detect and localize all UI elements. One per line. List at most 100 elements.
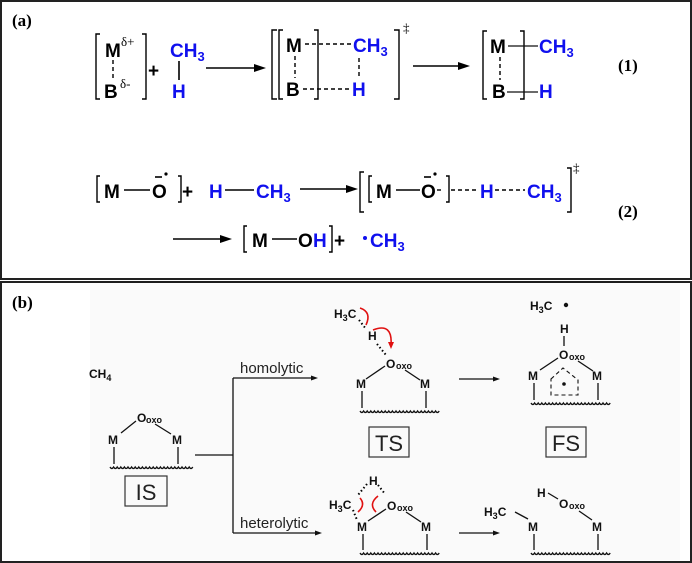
surface-wavy-line (359, 551, 440, 556)
methyl-group: CH3 (527, 182, 562, 205)
homolytic-label: homolytic (240, 360, 304, 377)
eq1-transition-state: M B CH3 H ‡ (271, 20, 410, 101)
oxygen-atom: O (137, 411, 146, 425)
metal-atom-right: M (172, 433, 182, 447)
delocalized-electron-region (550, 367, 579, 396)
methyl-group: CH3 (539, 37, 574, 60)
hydrogen-atom: H (209, 182, 223, 203)
oxo-subscript: oxo (569, 352, 586, 362)
is-label-box (124, 475, 168, 507)
electron-arrow-icon (371, 495, 379, 513)
ts-label: TS (375, 431, 403, 456)
eq1-methane: CH3 H (170, 41, 205, 103)
homolytic-final-state: H3C H O oxo M M FS (528, 299, 611, 458)
metal-partial-charge: δ+ (121, 34, 134, 49)
heterolytic-transition-state: H H3C O oxo M M (329, 474, 440, 556)
is-label: IS (136, 480, 157, 505)
metal-atom-left: M (528, 369, 538, 383)
inner-left-bracket (368, 175, 372, 203)
outer-right-bracket (567, 167, 572, 213)
radical-dot-icon (363, 236, 367, 240)
unpaired-electron-dot-icon (562, 382, 566, 386)
heterolytic-final-state: H O oxo H3C M M (484, 486, 611, 556)
methyl-group: CH3 (256, 182, 291, 205)
oxo-subscript: oxo (146, 415, 163, 425)
hydrogen-atom: H (480, 182, 494, 203)
c-m-bond (514, 511, 529, 520)
hydrogen-atom: H (537, 486, 546, 500)
base-atom: B (104, 82, 118, 103)
metal-atom-left: M (108, 433, 118, 447)
transition-state-mark: ‡ (573, 160, 580, 175)
initial-state-structure: O oxo M M IS (108, 411, 194, 507)
left-bracket (95, 33, 100, 100)
metal-atom: M (252, 231, 268, 252)
hydrogen-atom: H (369, 474, 378, 488)
plus-sign: + (182, 182, 193, 203)
metal-atom-left: M (528, 520, 538, 534)
methyl-group: H3C (334, 307, 357, 323)
oxygen-atom: O (387, 499, 396, 513)
metal-atom: M (104, 182, 120, 203)
oxygen-atom: O (559, 348, 568, 362)
radical-dot-icon (563, 302, 569, 308)
surface-wavy-line (109, 465, 194, 470)
oxygen-atom: O (152, 182, 167, 203)
base-atom: B (286, 80, 300, 101)
eq2-arrow-1 (300, 185, 358, 193)
transition-state-mark: ‡ (403, 20, 410, 35)
plus-sign: + (148, 61, 159, 82)
oxygen-atom: O (386, 357, 395, 371)
inner-right-bracket (446, 175, 450, 203)
methyl-group: H3C (329, 498, 352, 514)
oxo-subscript: oxo (569, 501, 586, 511)
methyl-group: H3C (484, 505, 507, 521)
panel-a-frame (0, 0, 692, 280)
branching-arrows (195, 375, 322, 536)
eq2-transition-state: M O H CH3 ‡ (359, 160, 580, 213)
outer-left-bracket (359, 171, 364, 213)
h-o-bond (547, 492, 559, 500)
panel-a-label: (a) (12, 11, 32, 30)
metal-atom: M (286, 36, 302, 57)
methane-label: CH4 (89, 367, 111, 383)
surface-wavy-line (530, 401, 611, 406)
eq2-arrow-2 (173, 235, 232, 243)
hydrogen-atom: H (172, 82, 186, 103)
electron-arrow-icon (357, 497, 364, 513)
eq1-reactant-complex: M δ+ B δ- (95, 33, 147, 103)
surface-wavy-line (359, 409, 440, 414)
metal-atom-right: M (420, 377, 430, 391)
eq1-arrow-1 (206, 64, 266, 72)
oxygen-atom: O (559, 497, 568, 511)
hydrogen-atom: H (560, 322, 569, 336)
panel-b-background (90, 290, 680, 560)
panel-b-label: (b) (12, 293, 33, 312)
electron-arrow-icon (359, 307, 369, 326)
eq1-arrow-2 (413, 62, 470, 70)
metal-atom-right: M (421, 520, 431, 534)
oxygen-atom: O (298, 231, 313, 252)
panel-b-frame (0, 281, 692, 563)
oxygen-atom: O (421, 182, 436, 203)
oxo-subscript: oxo (397, 503, 414, 513)
methyl-group: CH3 (353, 36, 388, 59)
hydrogen-atom: H (313, 231, 327, 252)
fs-label-box (545, 426, 587, 458)
metal-atom-right: M (592, 520, 602, 534)
radical-dot-icon (164, 172, 168, 176)
eq2-methane: H CH3 (209, 182, 291, 205)
m-o-bond (120, 420, 137, 434)
plus-sign: + (334, 231, 345, 252)
radical-dot-icon (433, 172, 437, 176)
hydrogen-atom: H (352, 80, 366, 101)
homolytic-arrow (459, 376, 500, 382)
metal-atom: M (376, 182, 392, 203)
equation-number-1: (1) (618, 56, 638, 75)
metal-atom-left: M (357, 520, 367, 534)
eq2-product: M O H (243, 225, 333, 253)
metal-atom-right: M (592, 369, 602, 383)
right-bracket (142, 33, 147, 100)
o-m-bond (154, 423, 172, 435)
